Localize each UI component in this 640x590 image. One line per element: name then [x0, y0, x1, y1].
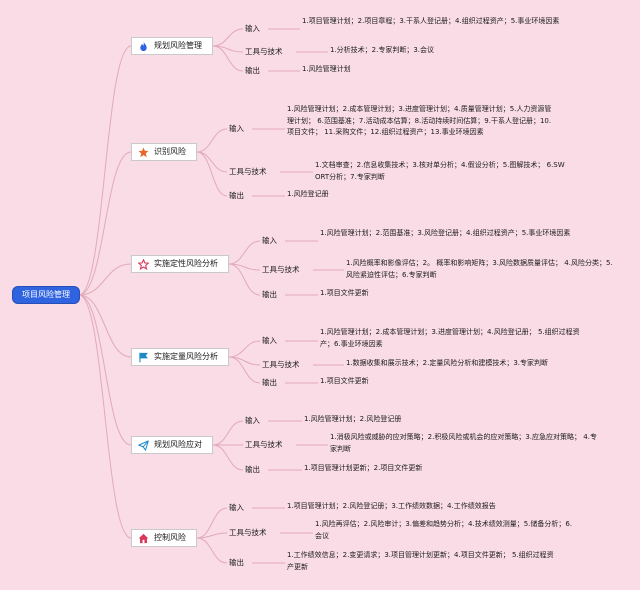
- connector-line: [196, 151, 228, 173]
- home-icon: [138, 533, 149, 544]
- category-label: 输出: [229, 191, 244, 200]
- connector-line: [212, 444, 244, 471]
- connector-line: [196, 128, 228, 153]
- connector-line: [78, 263, 132, 296]
- category-label: 输入: [245, 24, 260, 33]
- detail-text: 1.分析技术；2.专家判断；3.会议: [330, 46, 435, 54]
- detail-text: 1.风险管理计划；2.成本管理计划；3.进度管理计划；4.风险登记册； 5.组织…: [320, 328, 580, 348]
- category-label: 输出: [245, 66, 260, 75]
- category-label: 工具与技术: [262, 265, 300, 274]
- root-node[interactable]: 项目风险管理: [13, 287, 79, 303]
- process-title: 规划风险应对: [154, 440, 202, 449]
- category-label: 输入: [245, 416, 260, 425]
- star-outline-icon: [138, 259, 149, 270]
- detail-text: 1.工作绩效信息；2.变更请求；3.项目管理计划更新；4.项目文件更新； 5.组…: [287, 551, 554, 571]
- connector-line: [228, 340, 261, 358]
- connector-line: [78, 294, 132, 446]
- detail-text: 1.风险管理计划；2.范围基准；3.风险登记册；4.组织过程资产；5.事业环境因…: [320, 229, 571, 237]
- connector-line: [78, 294, 132, 539]
- detail-text: 1.项目文件更新: [320, 289, 369, 297]
- detail-text: 1.项目管理计划；2.项目章程；3.干系人登记册；4.组织过程资产；5.事业环境…: [302, 17, 560, 25]
- connector-line: [196, 151, 228, 197]
- process-node-plan-risk-responses[interactable]: 规划风险应对: [131, 436, 213, 454]
- category-label: 输出: [262, 290, 277, 299]
- process-node-qualitative-analysis[interactable]: 实施定性风险分析: [131, 255, 229, 273]
- category-label: 输入: [229, 124, 244, 133]
- connector-line: [212, 45, 244, 72]
- detail-text: 1.风险管理计划: [302, 65, 351, 73]
- detail-text: 1.风险管理计划；2.风险登记册: [304, 415, 402, 423]
- connector-line: [196, 507, 228, 539]
- connector-line: [212, 28, 244, 47]
- category-label: 工具与技术: [245, 440, 283, 449]
- flag-icon: [139, 352, 148, 363]
- process-node-control-risks[interactable]: 控制风险: [131, 529, 197, 547]
- process-node-plan-risk-management[interactable]: 规划风险管理: [131, 37, 213, 55]
- process-title: 实施定量风险分析: [154, 352, 218, 361]
- category-label: 输入: [262, 236, 277, 245]
- category-label: 工具与技术: [229, 167, 267, 176]
- detail-text: 1.消极风险或威胁的应对策略；2.积极风险或机会的应对策略；3.应急应对策略； …: [330, 433, 597, 453]
- flame-icon: [140, 41, 147, 52]
- detail-text: 1.数据收集和展示技术；2.定量风险分析和建模技术；3.专家判断: [346, 359, 549, 367]
- category-label: 工具与技术: [262, 360, 300, 369]
- connector-line: [228, 240, 261, 265]
- connector-line: [228, 356, 261, 384]
- connector-line: [78, 151, 132, 296]
- detail-text: 1.风险登记册: [287, 190, 329, 198]
- process-title: 识别风险: [154, 147, 186, 156]
- process-title: 实施定性风险分析: [154, 259, 218, 268]
- category-label: 输入: [262, 336, 277, 345]
- category-label: 输出: [245, 465, 260, 474]
- connector-line: [212, 420, 244, 446]
- connector-line: [78, 294, 132, 358]
- detail-text: 1.项目管理计划更新；2.项目文件更新: [304, 464, 423, 472]
- category-label: 输出: [229, 558, 244, 567]
- category-label: 工具与技术: [245, 47, 283, 56]
- detail-text: 1.项目管理计划；2.风险登记册；3.工作绩效数据；4.工作绩效报告: [287, 502, 496, 510]
- connector-line: [78, 45, 132, 296]
- process-title: 控制风险: [154, 533, 186, 542]
- category-label: 工具与技术: [229, 528, 267, 537]
- process-node-identify-risks[interactable]: 识别风险: [131, 143, 197, 161]
- star-icon: [138, 147, 149, 158]
- detail-text: 1.项目文件更新: [320, 377, 369, 385]
- process-node-quantitative-analysis[interactable]: 实施定量风险分析: [131, 348, 229, 366]
- detail-text: 1.风险管理计划；2.成本管理计划；3.进度管理计划；4.质量管理计划；5.人力…: [287, 105, 552, 136]
- connector-line: [228, 263, 261, 296]
- detail-text: 1.风险概率和影像评估；2。 概率和影响矩阵；3.风险数据质量评估； 4.风险分…: [346, 259, 613, 279]
- category-label: 输入: [229, 503, 244, 512]
- connector-line: [196, 532, 228, 539]
- connector-line: [196, 537, 228, 564]
- detail-text: 1.文档审查；2.信息收集技术；3.核对单分析；4.假设分析；5.图解技术； 6…: [315, 161, 565, 181]
- category-label: 输出: [262, 378, 277, 387]
- paper-plane-icon: [138, 440, 149, 451]
- detail-text: 1.风险再评估；2.风险审计；3.偏差和趋势分析；4.技术绩效测量；5.储备分析…: [315, 520, 573, 540]
- process-title: 规划风险管理: [154, 41, 202, 50]
